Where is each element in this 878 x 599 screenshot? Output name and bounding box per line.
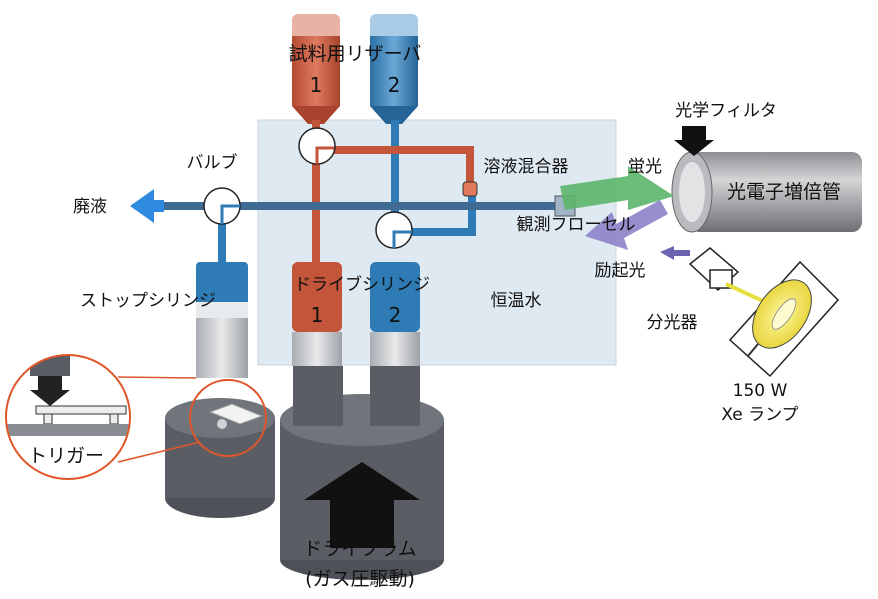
xe-lamp <box>728 260 840 378</box>
thermostat-water-label: 恒温水 <box>491 291 542 311</box>
valve-reservoir-1 <box>298 127 336 165</box>
waste-label: 廃液 <box>73 197 107 217</box>
reservoir-2-number: 2 <box>388 73 401 97</box>
tube-red-to-mixer <box>320 146 474 188</box>
stop-block <box>165 398 275 518</box>
monochromator <box>688 247 740 292</box>
lamp-power-label: 150 W <box>733 381 788 401</box>
trigger-zoom-ring <box>5 354 131 480</box>
diaphragm-label: ドライブラム <box>303 537 416 560</box>
drive-syringe-1-number: 1 <box>311 303 324 327</box>
fluorescence-arrow <box>560 166 674 210</box>
valve-label: バルブ <box>187 152 238 173</box>
monochromator-label: 分光器 <box>647 313 698 333</box>
trigger-zoom <box>6 355 130 479</box>
reservoir-1 <box>292 14 340 124</box>
trigger-label: トリガー <box>28 445 104 467</box>
photomultiplier-tube <box>671 151 862 233</box>
drive-arrow <box>304 462 420 548</box>
drive-syringe-2 <box>370 262 420 366</box>
zoom-line-bottom <box>117 441 201 463</box>
drive-syringe-2-number: 2 <box>389 303 402 327</box>
flow-cell-label: 観測フローセル <box>517 215 636 235</box>
gas-drive-label: (ガス圧駆動) <box>305 568 415 590</box>
drive-syringe-1 <box>292 262 342 366</box>
tube-stop-syringe <box>218 210 226 268</box>
reservoir-title: 試料用リザーバ <box>289 43 422 65</box>
fluorescence-label: 蛍光 <box>628 157 662 177</box>
stop-syringe <box>196 262 248 378</box>
waste-arrow <box>130 189 154 223</box>
zoom-line-top <box>117 376 197 379</box>
lamp-name-label: Xe ランプ <box>721 405 798 425</box>
mixer-label: 溶液混合器 <box>484 157 569 177</box>
excitation-label: 励起光 <box>595 261 646 281</box>
solution-mixer <box>462 181 478 197</box>
excitation-small-arrow <box>660 246 690 260</box>
tube-reservoir-2 <box>391 120 399 240</box>
optical-filter-arrow <box>674 126 714 156</box>
excitation-arrow <box>585 200 668 250</box>
drive-block <box>280 366 444 580</box>
optical-filter-label: 光学フィルタ <box>675 101 777 121</box>
reservoir-1-number: 1 <box>310 73 323 97</box>
reservoir-2 <box>370 14 418 124</box>
drive-syringe-label: ドライブシリンジ <box>294 274 430 295</box>
pmt-label: 光電子増倍管 <box>727 181 841 203</box>
zoom-trigger-spot <box>189 379 267 457</box>
valve-reservoir-2 <box>375 211 413 249</box>
stop-syringe-label: ストップシリンジ <box>80 291 216 311</box>
valve-waste <box>203 187 241 225</box>
